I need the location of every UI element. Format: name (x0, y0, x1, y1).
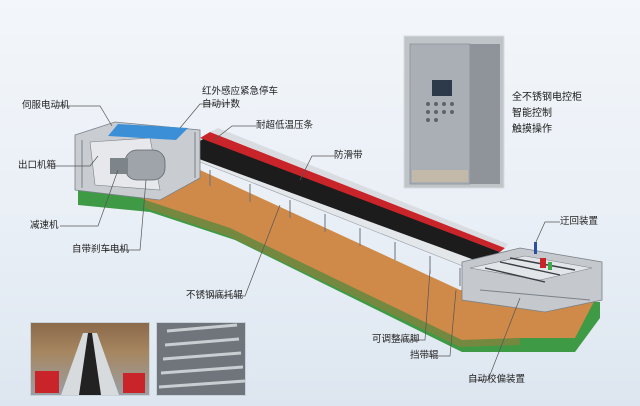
cabinet-line-2: 智能控制 (512, 108, 552, 119)
cabinet-line-3: 触摸操作 (512, 124, 552, 135)
floor-shade (145, 200, 520, 347)
photo-belt-closeup (156, 322, 246, 396)
motor-body (124, 149, 166, 181)
label-brake-motor: 自带刹车电机 (72, 244, 130, 255)
label-anti-slip-belt: 防滑带 (334, 150, 363, 161)
support-legs (209, 170, 461, 286)
photo-conveyor-field (30, 322, 150, 396)
label-adjust-foot: 可调整底脚 (372, 334, 420, 345)
cabinet-description: 全不锈钢电控柜 智能控制 触摸操作 (512, 90, 582, 138)
leader-lines (55, 103, 560, 381)
label-idler: 不锈钢底托辊 (186, 290, 244, 301)
label-belt-stopper: 挡带辊 (410, 350, 439, 361)
control-cabinet-panel (403, 35, 505, 189)
label-pressure-strip: 耐超低温压条 (256, 120, 314, 131)
label-servo-motor: 伺服电动机 (22, 100, 70, 111)
label-infrared-group: 红外感应紧急停车 自动计数 (202, 86, 278, 111)
conveyor-belt (180, 138, 500, 262)
blue-cover (108, 124, 188, 140)
outlet-machine-box (74, 121, 201, 201)
return-device-box (461, 242, 603, 313)
upper-rail (210, 128, 508, 248)
touch-screen (432, 80, 452, 96)
red-edge-strip (200, 132, 505, 252)
label-outlet-box: 出口机箱 (18, 160, 57, 171)
label-reducer: 减速机 (30, 220, 59, 231)
reducer-body (110, 158, 128, 174)
label-auto-correct: 自动校偏装置 (468, 374, 526, 385)
label-infrared-stop: 红外感应紧急停车 (202, 86, 279, 97)
cabinet-line-1: 全不锈钢电控柜 (512, 92, 582, 103)
label-auto-count: 自动计数 (202, 98, 241, 110)
label-return-device: 迂回装置 (560, 216, 599, 227)
